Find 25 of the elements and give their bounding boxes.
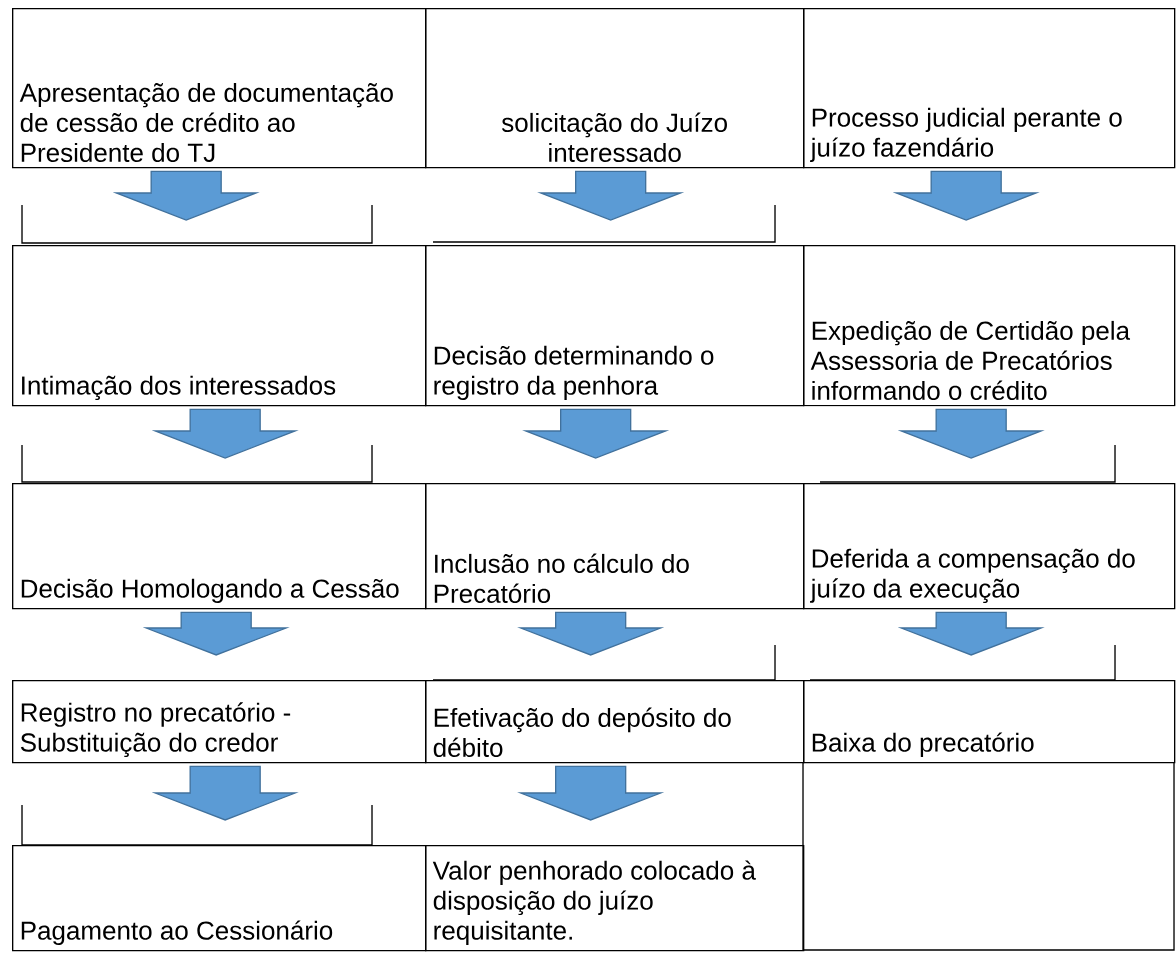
block-arrow (522, 408, 670, 459)
block-arrow (892, 170, 1040, 221)
process-box: Registro no precatório - Substituição do credor (12, 680, 427, 764)
process-box: Apresentação de documentação de cessão de crédito ao Presidente do TJ (12, 8, 427, 169)
process-box: Efetivação do depósito do débito (425, 680, 805, 764)
block-arrow (151, 765, 299, 821)
process-box: Pagamento ao Cessionário (12, 845, 427, 952)
process-box: Inclusão no cálculo do Precatório (425, 483, 805, 610)
block-arrow (142, 611, 290, 656)
process-box: Valor penhorado colocado à disposição do juízo requisitante. (425, 845, 805, 952)
block-arrow (517, 611, 665, 656)
block-arrow (537, 170, 685, 221)
block-arrow (897, 408, 1045, 459)
process-box: Processo judicial perante o juízo fazendário (803, 8, 1176, 169)
process-box: Expedição de Certidão pela Assessoria de Precatórios informando o crédito (803, 245, 1176, 407)
process-box: Deferida a compensação do juízo da execução (803, 483, 1176, 610)
process-box: Baixa do precatório (803, 680, 1176, 764)
process-box: Decisão Homologando a Cessão (12, 483, 427, 610)
process-box: Intimação dos interessados (12, 245, 427, 407)
block-arrow (897, 611, 1045, 656)
process-box: solicitação do Juízo interessado (425, 8, 805, 169)
block-arrow (151, 408, 299, 459)
block-arrow (112, 170, 260, 221)
block-arrow (517, 765, 665, 821)
process-box: Decisão determinando o registro da penhora (425, 245, 805, 407)
